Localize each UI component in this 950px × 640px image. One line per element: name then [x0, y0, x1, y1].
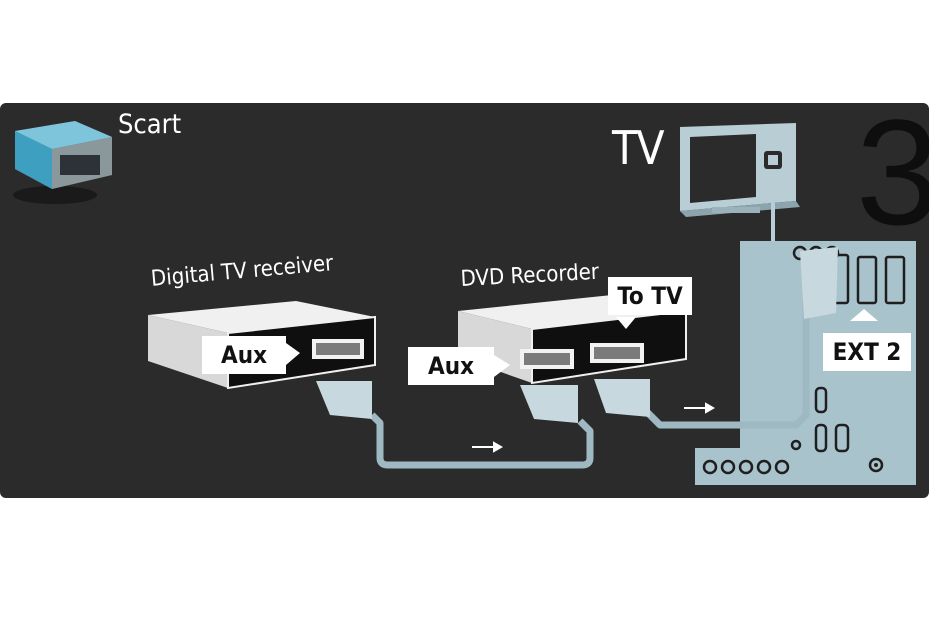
tv-ext2-tag: EXT 2	[823, 333, 911, 371]
connection-diagram	[0, 103, 929, 498]
step-number: 3	[856, 103, 929, 247]
tv-label: TV	[612, 121, 664, 175]
diagram-panel: Scart TV 3 Digital TV receiver DVD Recor…	[0, 103, 929, 498]
connector-title: Scart	[118, 109, 181, 140]
receiver-aux-tag: Aux	[202, 336, 286, 374]
scart-connector-icon	[13, 121, 112, 204]
scart-cable-receiver-to-dvd	[316, 381, 590, 465]
dvd-aux-tag: Aux	[408, 347, 494, 385]
tv-icon	[680, 123, 800, 217]
dvd-to-tv-tag: To TV	[608, 277, 692, 315]
